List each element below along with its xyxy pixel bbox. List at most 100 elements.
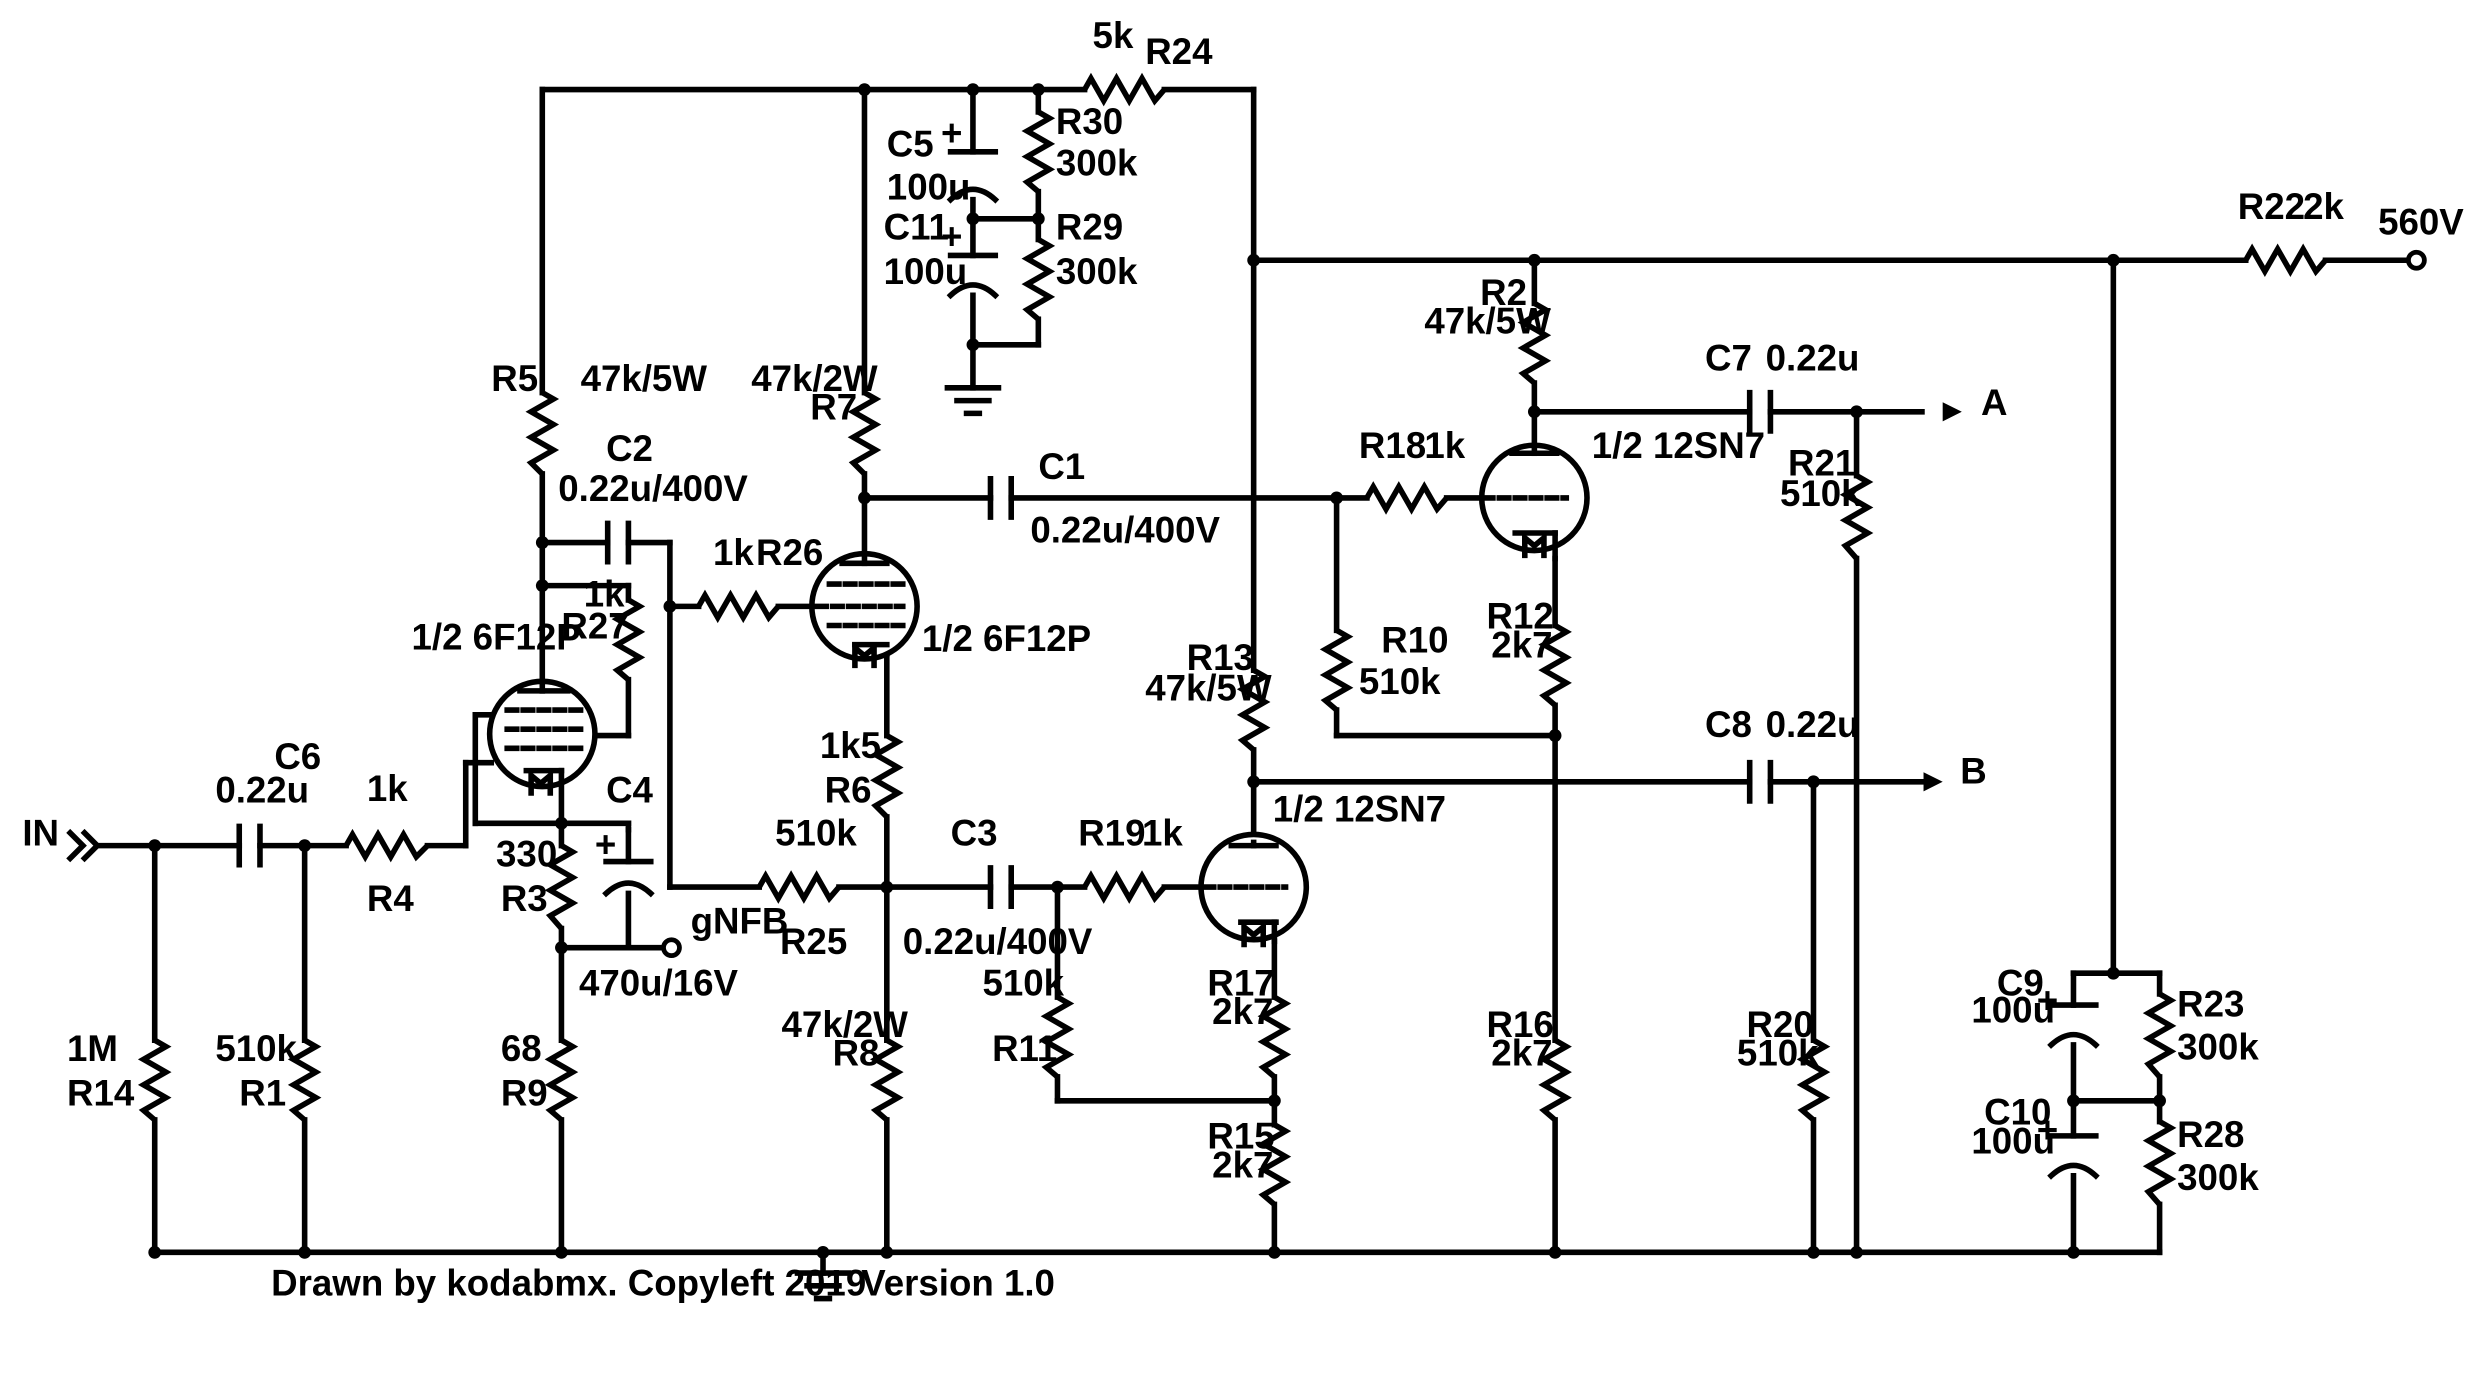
svg-text:R2: R2: [1480, 272, 1527, 313]
svg-text:1k5: 1k5: [820, 725, 881, 766]
resistor-r21: [1839, 473, 1874, 561]
svg-text:C10: C10: [1984, 1092, 2051, 1133]
svg-text:100u: 100u: [887, 167, 971, 208]
resistor-r2: [1517, 300, 1552, 386]
svg-text:C11: C11: [884, 207, 949, 248]
resistor-r10: [1319, 627, 1354, 713]
svg-text:+: +: [595, 824, 616, 865]
ground-icon: [944, 385, 1002, 417]
svg-text:1k: 1k: [713, 532, 754, 573]
supply-label: 560V: [2378, 202, 2464, 243]
svg-text:510k: 510k: [1780, 473, 1862, 514]
svg-text:R4: R4: [367, 878, 414, 919]
resistor-r8: [870, 1037, 904, 1123]
svg-text:0.22u: 0.22u: [1766, 337, 1860, 378]
resistor-r23: [2142, 991, 2177, 1079]
capacitor-c5: [946, 148, 1000, 204]
svg-text:R17: R17: [1207, 963, 1274, 1004]
capacitor-c1: [987, 475, 1015, 520]
svg-text:R29: R29: [1056, 207, 1123, 248]
capacitor-c9: [2047, 1002, 2100, 1049]
svg-text:2k7: 2k7: [1491, 1033, 1552, 1074]
svg-text:1k: 1k: [584, 573, 625, 614]
resistor-r11: [1040, 994, 1075, 1079]
svg-text:1/2 12SN7: 1/2 12SN7: [1273, 789, 1446, 830]
svg-text:470u/16V: 470u/16V: [579, 963, 739, 1004]
svg-text:1k: 1k: [367, 768, 408, 809]
output-b-arrow-icon: [1923, 772, 1943, 792]
output-a-label: A: [1981, 382, 2007, 423]
svg-text:R13: R13: [1187, 637, 1254, 678]
capacitor-c6: [236, 823, 263, 868]
svg-text:R3: R3: [501, 878, 548, 919]
svg-text:R27: R27: [561, 605, 628, 646]
svg-text:C7: C7: [1705, 337, 1752, 378]
svg-text:0.22u: 0.22u: [215, 770, 309, 811]
terminals: [66, 249, 2427, 959]
output-a-arrow-icon: [1942, 402, 1962, 422]
svg-text:2k: 2k: [2303, 186, 2344, 227]
svg-text:R20: R20: [1747, 1004, 1814, 1045]
resistor-r18: [1364, 481, 1449, 515]
svg-text:100u: 100u: [884, 251, 968, 292]
svg-text:+: +: [2037, 980, 2058, 1021]
tube-v2: [809, 550, 920, 669]
resistor-r13: [1236, 667, 1271, 753]
polarity-marks: + + + + +: [595, 112, 2058, 1150]
svg-text:R9: R9: [501, 1073, 548, 1114]
svg-text:R11: R11: [992, 1028, 1057, 1069]
vacuum-tubes: [486, 442, 1590, 948]
svg-text:47k/5W: 47k/5W: [1145, 667, 1272, 708]
resistor-r16: [1538, 1037, 1572, 1123]
svg-text:100u: 100u: [1971, 1120, 2055, 1161]
resistor-r7: [847, 390, 882, 476]
svg-text:+: +: [941, 216, 962, 257]
resistor-r15: [1257, 1122, 1292, 1207]
svg-text:510k: 510k: [1359, 661, 1441, 702]
svg-text:C6: C6: [274, 736, 321, 777]
svg-text:5k: 5k: [1093, 15, 1134, 56]
svg-text:2k7: 2k7: [1212, 991, 1273, 1032]
tube-v4: [1478, 442, 1590, 562]
resistor-r20: [1796, 1037, 1831, 1123]
svg-text:300k: 300k: [1056, 251, 1138, 292]
svg-text:47k/5W: 47k/5W: [581, 358, 708, 399]
svg-text:C9: C9: [1997, 963, 2044, 1004]
resistor-r14: [137, 1037, 172, 1123]
svg-text:R14: R14: [67, 1073, 135, 1114]
svg-text:47k/2W: 47k/2W: [751, 358, 878, 399]
svg-text:1/2 12SN7: 1/2 12SN7: [1592, 425, 1765, 466]
gnfb-terminal: [661, 937, 682, 959]
svg-text:C3: C3: [951, 813, 998, 854]
svg-text:0.22u: 0.22u: [1766, 704, 1860, 745]
svg-text:C4: C4: [606, 770, 653, 811]
svg-text:R1: R1: [239, 1073, 286, 1114]
output-b-label: B: [1960, 750, 1986, 791]
resistor-r17: [1257, 994, 1292, 1079]
svg-text:R12: R12: [1487, 596, 1554, 637]
svg-text:1/2 6F12P: 1/2 6F12P: [412, 616, 581, 657]
resistor-r6: [870, 733, 904, 819]
resistor-r25: [756, 870, 842, 904]
svg-text:510k: 510k: [983, 963, 1065, 1004]
svg-text:R8: R8: [833, 1033, 880, 1074]
svg-text:0.22u/400V: 0.22u/400V: [558, 468, 748, 509]
resistor-r28: [2142, 1119, 2177, 1207]
ground-symbols: [794, 385, 1002, 1302]
gnfb-label: gNFB: [691, 900, 789, 941]
svg-text:R5: R5: [491, 358, 538, 399]
resistor-r26: [696, 589, 781, 624]
resistors: [137, 72, 2328, 1207]
svg-text:R30: R30: [1056, 101, 1123, 142]
wires: [96, 86, 2410, 1276]
capacitors: [236, 148, 2100, 1180]
resistor-r24: [1082, 72, 1167, 107]
svg-text:510k: 510k: [775, 813, 857, 854]
capacitor-c8: [1746, 759, 1774, 804]
svg-text:R22: R22: [2238, 186, 2305, 227]
svg-text:C5: C5: [887, 124, 934, 165]
svg-text:R18: R18: [1359, 425, 1426, 466]
tube-v3: [1198, 831, 1310, 948]
capacitor-c7: [1746, 389, 1774, 434]
svg-text:R25: R25: [780, 921, 847, 962]
